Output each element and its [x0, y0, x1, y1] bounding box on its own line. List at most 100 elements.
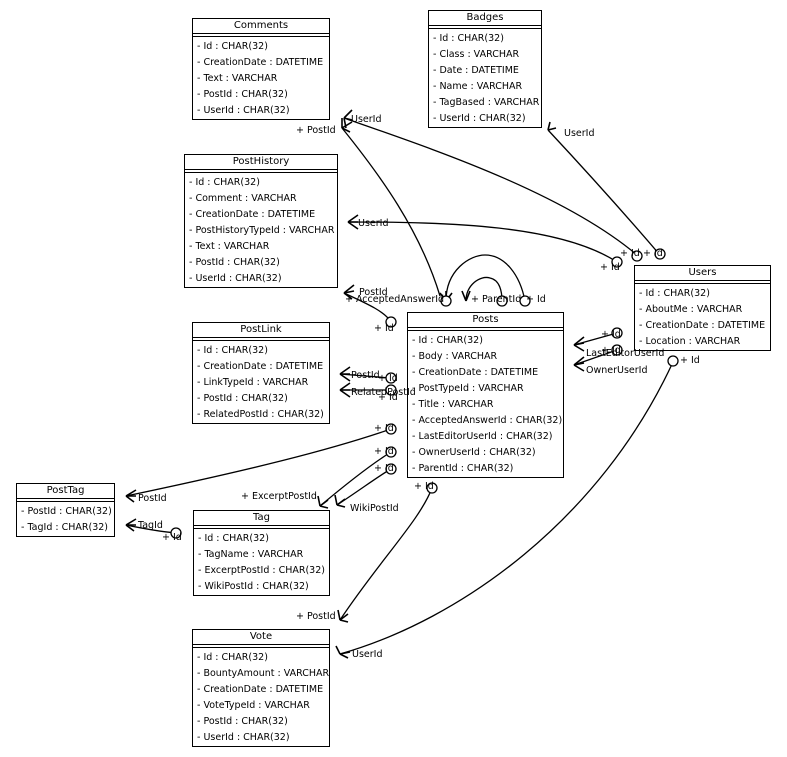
- entity-field-list: Id : CHAR(32)Comment : VARCHARCreationDa…: [185, 173, 337, 287]
- entity-field: Location : VARCHAR: [635, 334, 770, 350]
- label-posts-id-g: + Id: [374, 446, 394, 457]
- entity-title: Posts: [408, 313, 563, 331]
- rel-vote-posts: [339, 487, 433, 621]
- entity-title: Comments: [193, 19, 329, 37]
- entity-field: CreationDate : DATETIME: [193, 682, 329, 698]
- rel-posttag-posts: [125, 428, 392, 497]
- entity-title: Users: [635, 266, 770, 284]
- label-postlink-postid: PostId: [351, 370, 380, 381]
- label-tag-id: + Id: [162, 532, 182, 543]
- entity-field: LastEditorUserId : CHAR(32): [408, 429, 563, 445]
- entity-field: PostId : CHAR(32): [193, 714, 329, 730]
- label-posthistory-userid: UserId: [358, 218, 389, 229]
- rel-posts-acceptedanswer: [445, 254, 526, 302]
- entity-field: RelatedPostId : CHAR(32): [193, 407, 329, 423]
- crowfoot-markers: [125, 109, 585, 659]
- entity-title: Vote: [193, 630, 329, 648]
- entity-postlink[interactable]: PostLinkId : CHAR(32)CreationDate : DATE…: [192, 322, 330, 424]
- entity-field: Id : CHAR(32): [635, 286, 770, 302]
- entity-field: Id : CHAR(32): [408, 333, 563, 349]
- entity-field: Class : VARCHAR: [429, 47, 541, 63]
- entity-field: UserId : CHAR(32): [429, 111, 541, 127]
- entity-title: PostTag: [17, 484, 114, 502]
- entity-field: UserId : CHAR(32): [193, 103, 329, 119]
- label-posttag-postid: PostId: [138, 493, 167, 504]
- entity-field-list: Id : CHAR(32)CreationDate : DATETIMEText…: [193, 37, 329, 119]
- entity-field: AboutMe : VARCHAR: [635, 302, 770, 318]
- label-users-id-b: + Id: [643, 248, 663, 259]
- rel-posts-parent: [465, 276, 503, 302]
- entity-title: Tag: [194, 511, 329, 529]
- entity-field: Text : VARCHAR: [185, 239, 337, 255]
- label-posts-id-a: + Id: [374, 323, 394, 334]
- label-postlink-relatedpostid: RelatedPostId: [351, 387, 416, 398]
- entity-field-list: Id : CHAR(32)AboutMe : VARCHARCreationDa…: [635, 284, 770, 350]
- entity-field: Body : VARCHAR: [408, 349, 563, 365]
- label-comments-postid: + PostId: [296, 125, 336, 136]
- entity-title: PostHistory: [185, 155, 337, 173]
- entity-tag[interactable]: Tag Id : CHAR(32)TagName : VARCHARExcerpt…: [193, 510, 330, 596]
- label-posts-id-h: + Id: [374, 463, 394, 474]
- label-posts-id-f: + Id: [374, 423, 394, 434]
- rel-posts-owner-users: [573, 349, 618, 366]
- label-posts-lasteditoruserid: LastEditorUserId: [586, 348, 665, 359]
- entity-field: TagName : VARCHAR: [194, 547, 329, 563]
- rel-vote-users: [339, 361, 674, 655]
- entity-field: Id : CHAR(32): [185, 175, 337, 191]
- entity-title: Badges: [429, 11, 541, 29]
- rel-comments-posts: [341, 127, 441, 297]
- entity-field-list: Id : CHAR(32)BountyAmount : VARCHARCreat…: [193, 648, 329, 746]
- entity-field: Id : CHAR(32): [193, 39, 329, 55]
- entity-field: Id : CHAR(32): [193, 343, 329, 359]
- label-posttag-tagid: TagId: [138, 520, 163, 531]
- label-posts-id-b: + Id: [601, 329, 621, 340]
- entity-field: VoteTypeId : VARCHAR: [193, 698, 329, 714]
- label-vote-postid: + PostId: [296, 611, 336, 622]
- label-posts-id-self: + Id: [526, 294, 546, 305]
- entity-field: Id : CHAR(32): [193, 650, 329, 666]
- entity-field: ExcerptPostId : CHAR(32): [194, 563, 329, 579]
- entity-field: Name : VARCHAR: [429, 79, 541, 95]
- entity-posts[interactable]: PostsId : CHAR(32)Body : VARCHARCreation…: [407, 312, 564, 478]
- entity-field: CreationDate : DATETIME: [185, 207, 337, 223]
- entity-badges[interactable]: BadgesId : CHAR(32)Class : VARCHARDate :…: [428, 10, 542, 128]
- entity-posttag[interactable]: PostTagPostId : CHAR(32)TagId : CHAR(32): [16, 483, 115, 537]
- entity-field: BountyAmount : VARCHAR: [193, 666, 329, 682]
- entity-vote[interactable]: VoteId : CHAR(32)BountyAmount : VARCHARC…: [192, 629, 330, 747]
- entity-field: Comment : VARCHAR: [185, 191, 337, 207]
- entity-title: PostLink: [193, 323, 329, 341]
- label-posts-id-i: + Id: [414, 481, 434, 492]
- label-vote-userid: UserId: [352, 649, 383, 660]
- entity-field: Id : CHAR(32): [194, 531, 329, 547]
- label-users-id-a: + Id: [620, 248, 640, 259]
- label-posthistory-postid: PostId: [359, 287, 388, 298]
- entity-field: CreationDate : DATETIME: [193, 55, 329, 71]
- entity-field-list: Id : CHAR(32)CreationDate : DATETIMELink…: [193, 341, 329, 423]
- entity-field: Id : CHAR(32): [429, 31, 541, 47]
- label-posts-parentid: + ParentId: [471, 294, 522, 305]
- rel-tag-excerpt-posts: [319, 451, 392, 507]
- entity-field: Text : VARCHAR: [193, 71, 329, 87]
- entity-posthistory[interactable]: PostHistoryId : CHAR(32)Comment : VARCHA…: [184, 154, 338, 288]
- label-tag-wikipostid: WikiPostId: [350, 503, 399, 514]
- entity-field-list: Id : CHAR(32)Class : VARCHARDate : DATET…: [429, 29, 541, 127]
- label-posts-acceptedanswerid: + AcceptedAnswerId: [345, 294, 445, 305]
- entity-field: OwnerUserId : CHAR(32): [408, 445, 563, 461]
- entity-field: PostId : CHAR(32): [185, 255, 337, 271]
- label-users-id-e: + Id: [680, 355, 700, 366]
- label-comments-userid: UserId: [351, 114, 382, 125]
- entity-field: Date : DATETIME: [429, 63, 541, 79]
- rel-comments-users: [343, 117, 638, 256]
- entity-comments[interactable]: CommentsId : CHAR(32)CreationDate : DATE…: [192, 18, 330, 120]
- entity-field: AcceptedAnswerId : CHAR(32): [408, 413, 563, 429]
- label-posts-owneruserid: OwnerUserId: [586, 365, 648, 376]
- rel-posthistory-users: [347, 221, 618, 263]
- label-badges-userid: UserId: [564, 128, 595, 139]
- entity-users[interactable]: UsersId : CHAR(32)AboutMe : VARCHARCreat…: [634, 265, 771, 351]
- entity-field: Title : VARCHAR: [408, 397, 563, 413]
- entity-field: ParentId : CHAR(32): [408, 461, 563, 477]
- entity-field: CreationDate : DATETIME: [635, 318, 770, 334]
- entity-field: TagId : CHAR(32): [17, 520, 114, 536]
